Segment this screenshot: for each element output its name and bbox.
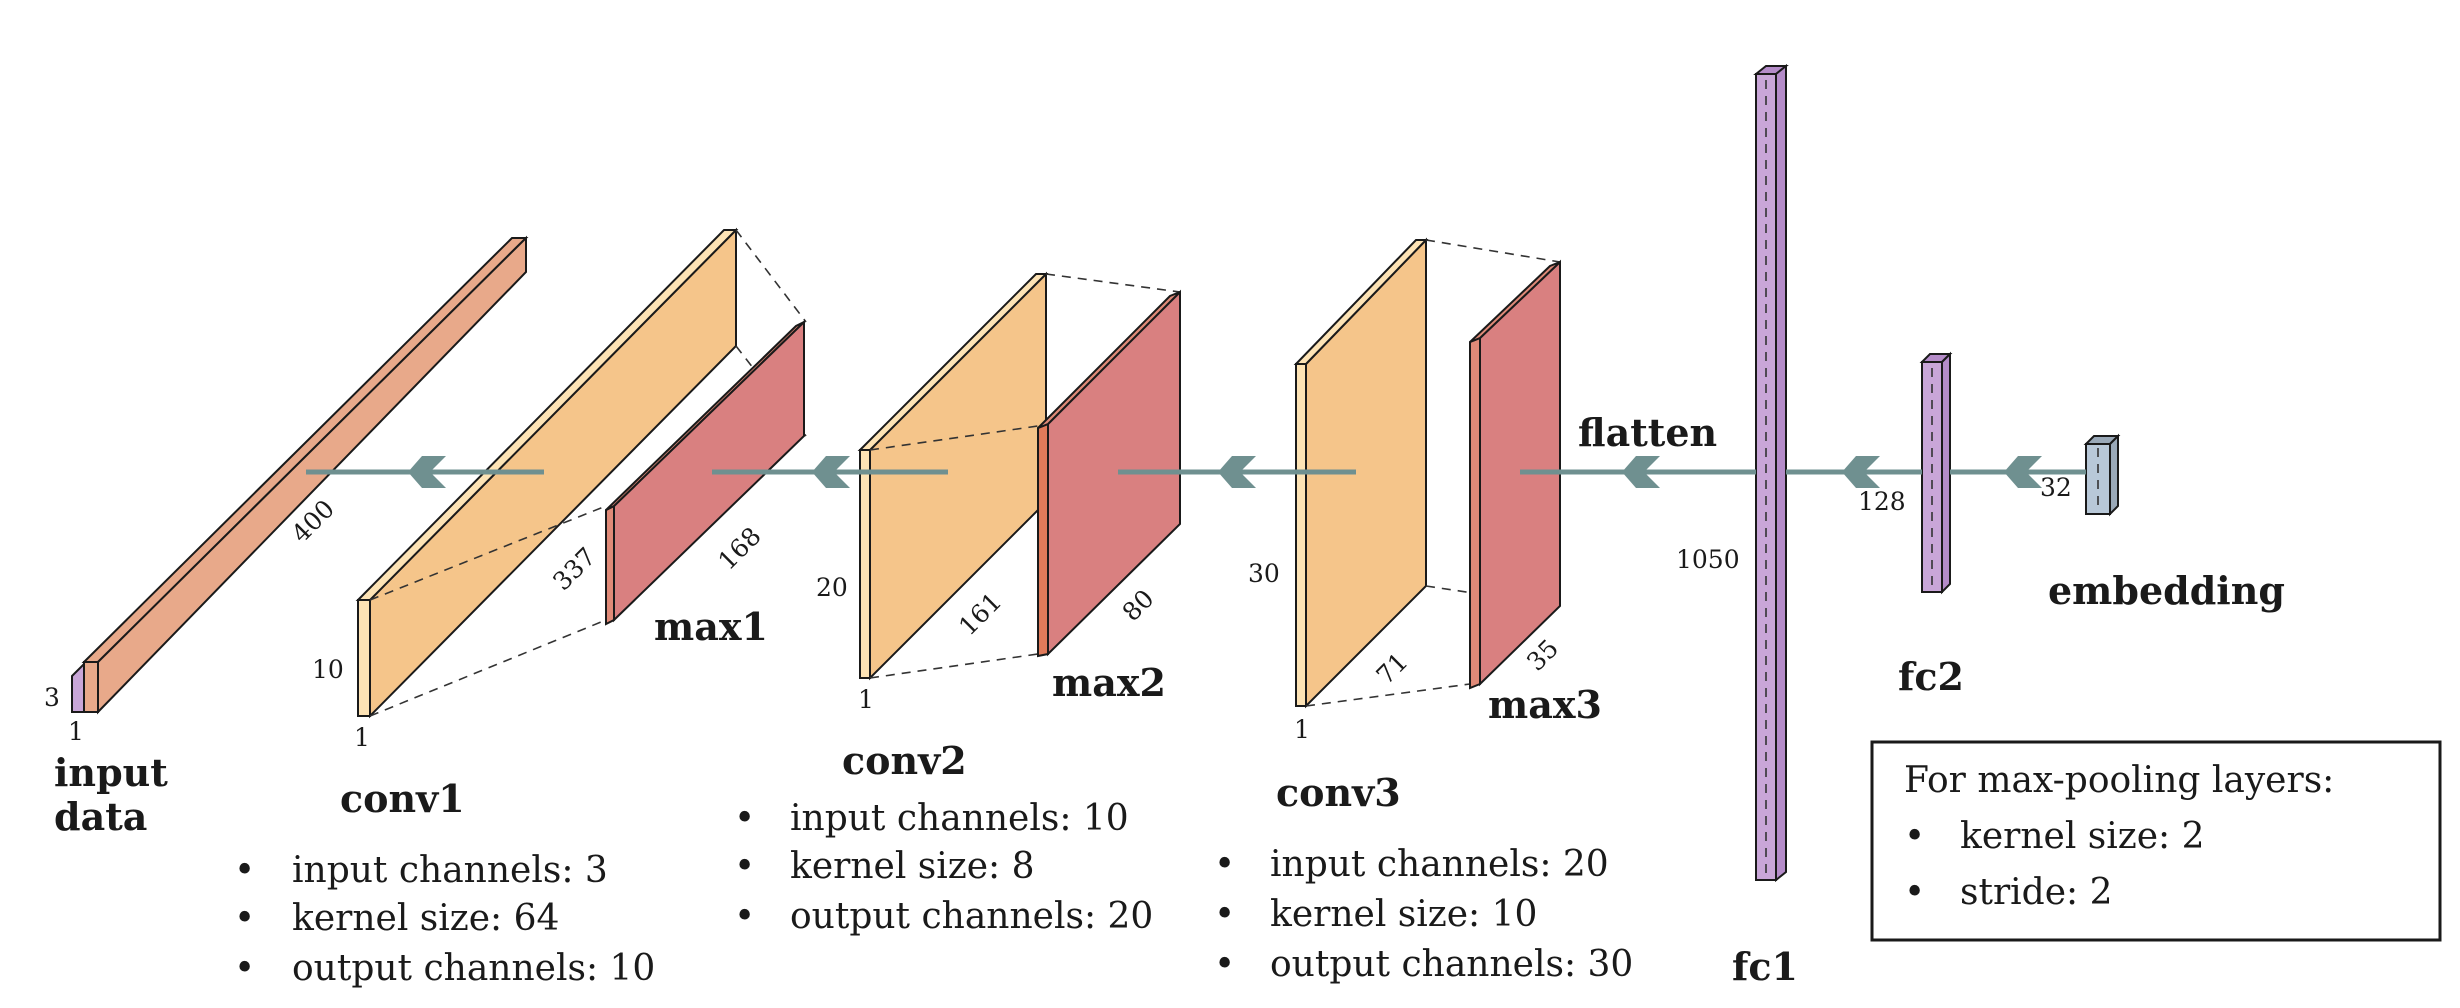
max3-title: max3 [1488,682,1602,727]
max1-title: max1 [654,604,768,649]
input-block-right [83,661,99,713]
conv2-bullet-glyph-3: • [734,896,755,937]
conv1-bullet-2: kernel size: 64 [292,898,559,939]
conv1-height-label: 10 [312,655,344,684]
conv3-width-label: 1 [1294,715,1310,744]
fc1-size-label: 1050 [1676,545,1740,574]
max1-side [605,504,615,626]
conv3-bullet-2: kernel size: 10 [1270,894,1537,935]
conv2-height-label: 20 [816,573,848,602]
conv1-bullet-glyph-2: • [234,898,255,939]
conv3-bullet-glyph-2: • [1214,894,1235,935]
legend-item-1: kernel size: 2 [1960,816,2205,857]
arrow-conv1-to-conv2 [712,456,948,488]
conv3-bullets: • input channels: 20 • kernel size: 10 •… [1214,844,1633,985]
max2-top [1037,291,1181,429]
max3-side [1469,336,1481,690]
conv3-side [1295,363,1307,707]
conv3-bullet-glyph-1: • [1214,844,1235,885]
flow-arrows [306,456,2086,488]
max3-length-label: 35 [1521,634,1564,677]
input-block-slant [97,235,527,715]
input-title-line2: data [54,794,147,839]
flatten-label: flatten [1578,410,1717,455]
fc2-block [1919,351,1953,595]
max1-length-label: 168 [712,521,766,575]
conv1-width-label: 1 [354,723,370,752]
arrow-conv3-to-fc1 [1520,456,1756,488]
conv1-title: conv1 [340,776,465,821]
fc1-title: fc1 [1732,944,1798,989]
conv1-bullet-glyph-1: • [234,850,255,891]
embedding-size-label: 32 [2040,473,2072,502]
conv3-length-label: 71 [1371,647,1414,690]
conv1-bullet-3: output channels: 10 [292,948,655,989]
max1-block [605,319,805,626]
fc1-block [1753,63,1789,883]
conv1-bullet-1: input channels: 3 [292,850,608,891]
legend-item-2: stride: 2 [1960,872,2113,913]
input-depth-label: 3 [44,683,60,712]
conv1-bullet-glyph-3: • [234,948,255,989]
conv3-bullet-3: output channels: 30 [1270,944,1633,985]
max2-side [1037,422,1049,658]
conv2-side [859,449,871,679]
conv3-title: conv3 [1276,770,1401,815]
conv2-bullets: • input channels: 10 • kernel size: 8 • … [734,798,1153,937]
legend-bullet-glyph-1: • [1904,816,1925,857]
conv1-side [357,599,371,717]
arrow-conv2-to-conv3 [1118,456,1356,488]
conv2-bullet-1: input channels: 10 [790,798,1129,839]
fc2-title: fc2 [1898,654,1964,699]
input-data-block [71,235,529,715]
conv2-block [857,271,1049,681]
conv2-length-label: 161 [953,587,1007,641]
fc1-side [1775,63,1787,883]
conv3-bullet-glyph-3: • [1214,944,1235,985]
conv3-bullet-1: input channels: 20 [1270,844,1609,885]
conv3-height-label: 30 [1248,559,1280,588]
fc1-front [1755,73,1777,881]
fc2-side [1941,351,1951,595]
legend-border [1870,740,2442,942]
fc2-size-label: 128 [1858,487,1906,516]
max3-top [1469,261,1561,343]
embedding-block [2083,433,2121,517]
max1-top [605,321,805,511]
max2-block [1037,289,1181,658]
arrow-fc1-to-fc2 [1786,456,1922,488]
legend-bullet-glyph-2: • [1904,872,1925,913]
embedding-side [2109,433,2119,517]
input-title-line1: input [54,750,168,795]
conv2-title: conv2 [842,738,967,783]
conv2-width-label: 1 [858,685,874,714]
legend-heading: For max-pooling layers: [1904,760,2334,801]
conv1-bullets: • input channels: 3 • kernel size: 64 • … [234,850,655,989]
fc2-front [1921,361,1943,593]
maxpool-legend-box: For max-pooling layers: • kernel size: 2… [1870,740,2442,942]
arrow-input-to-conv1 [306,456,544,488]
input-width-label: 1 [68,717,84,746]
conv2-bullet-glyph-2: • [734,846,755,887]
conv1-length-label: 337 [547,542,601,596]
max3-block [1469,259,1561,690]
max2-title: max2 [1052,660,1166,705]
max2-length-label: 80 [1117,584,1160,627]
input-block-front [71,661,85,713]
arrow-fc2-to-embedding [1950,456,2086,488]
conv2-bullet-2: kernel size: 8 [790,846,1035,887]
conv2-bullet-3: output channels: 20 [790,896,1153,937]
conv3-block [1293,237,1429,709]
conv2-bullet-glyph-1: • [734,798,755,839]
embedding-title: embedding [2048,568,2285,613]
